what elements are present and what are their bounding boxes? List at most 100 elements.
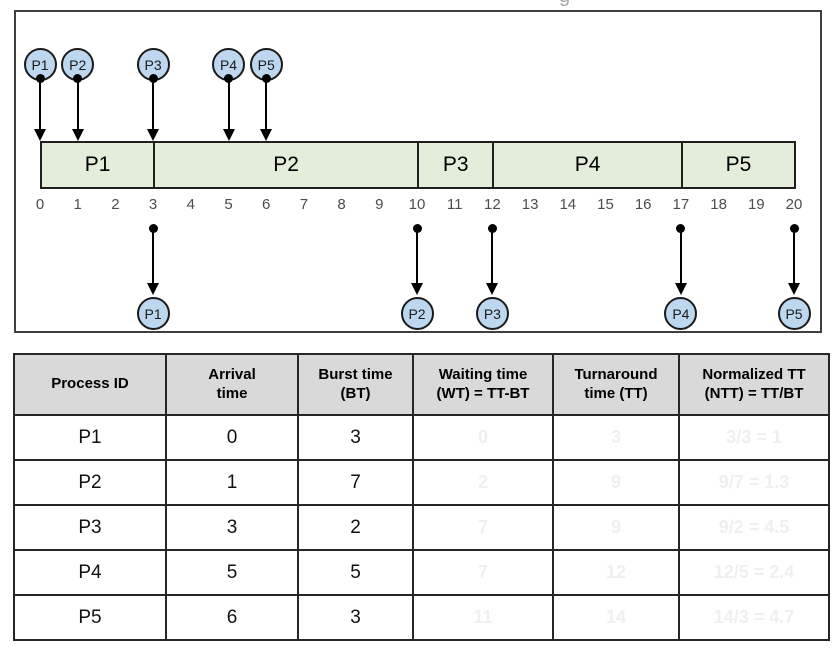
timeline-tick-label: 2 xyxy=(111,196,120,213)
arrival-dot xyxy=(73,74,83,83)
column-header-0: Process ID xyxy=(13,353,167,416)
process-id-cell: P4 xyxy=(13,549,167,596)
timeline-tick-label: 14 xyxy=(559,196,577,213)
column-header-1: Arrival time xyxy=(165,353,299,416)
arrival-arrow-line xyxy=(39,81,41,130)
timeline-tick-label: 16 xyxy=(634,196,652,213)
timeline-tick-label: 3 xyxy=(148,196,158,213)
completion-dot xyxy=(487,224,497,233)
arrival-dot xyxy=(35,74,45,83)
arrival-arrowhead xyxy=(147,129,160,141)
burst-time-cell: 3 xyxy=(297,414,414,461)
gantt-segment-p4: P4 xyxy=(492,141,683,189)
turnaround-time-cell: 9 xyxy=(552,459,680,506)
normalized-tt-cell: 14/3 = 4.7 xyxy=(678,594,830,641)
normalized-tt-cell: 12/5 = 2.4 xyxy=(678,549,830,596)
arrival-dot xyxy=(261,74,271,83)
column-header-3: Waiting time (WT) = TT-BT xyxy=(412,353,554,416)
column-header-4: Turnaround time (TT) xyxy=(552,353,680,416)
waiting-time-cell: 7 xyxy=(412,549,554,596)
arrival-time-cell: 5 xyxy=(165,549,299,596)
waiting-time-cell: 0 xyxy=(412,414,554,461)
timeline-tick-label: 9 xyxy=(375,196,384,213)
waiting-time-cell: 2 xyxy=(412,459,554,506)
completion-arrow-line xyxy=(491,231,494,283)
arrival-arrow-line xyxy=(76,81,79,130)
process-id-cell: P1 xyxy=(13,414,167,461)
burst-time-cell: 2 xyxy=(297,504,414,551)
arrival-time-cell: 3 xyxy=(165,504,299,551)
completion-circle-p2: P2 xyxy=(400,297,434,330)
arrival-arrow-line xyxy=(265,81,268,130)
completion-dot xyxy=(412,224,422,233)
timeline-tick-label: 15 xyxy=(597,196,614,213)
turnaround-time-cell: 12 xyxy=(552,549,680,596)
completion-dot xyxy=(148,224,158,233)
arrival-arrow-line xyxy=(152,81,155,130)
column-header-5: Normalized TT (NTT) = TT/BT xyxy=(678,353,830,416)
normalized-tt-cell: 3/3 = 1 xyxy=(678,414,830,461)
timeline-tick-label: 5 xyxy=(224,196,233,213)
column-header-2: Burst time (BT) xyxy=(297,353,414,416)
gantt-segment-p3: P3 xyxy=(417,141,495,189)
timeline-tick-label: 19 xyxy=(747,196,765,213)
arrival-arrowhead xyxy=(260,129,273,141)
normalized-tt-cell: 9/7 = 1.3 xyxy=(678,459,830,506)
arrival-circle-p1: P1 xyxy=(23,48,57,81)
completion-arrowhead xyxy=(411,283,423,295)
arrival-time-cell: 0 xyxy=(165,414,299,461)
timeline-tick-label: 8 xyxy=(337,196,346,213)
completion-circle-p3: P3 xyxy=(475,297,509,330)
gantt-segment-p2: P2 xyxy=(153,141,419,189)
arrival-arrowhead xyxy=(71,129,84,141)
completion-circle-p5: P5 xyxy=(777,297,811,330)
completion-arrowhead xyxy=(486,283,499,295)
timeline-tick-label: 11 xyxy=(446,196,463,213)
completion-circle-p1: P1 xyxy=(136,297,170,330)
timeline-tick-label: 1 xyxy=(73,196,82,213)
completion-arrow-line xyxy=(416,231,418,283)
completion-arrow-line xyxy=(679,231,682,283)
arrival-time-cell: 1 xyxy=(165,459,299,506)
completion-arrowhead xyxy=(788,283,800,295)
arrival-time-cell: 6 xyxy=(165,594,299,641)
timeline-tick-label: 6 xyxy=(262,196,271,213)
timeline-tick-label: 12 xyxy=(484,196,501,213)
cropped-title-fragment: g xyxy=(559,0,570,8)
timeline-tick-label: 18 xyxy=(710,196,727,213)
timeline-tick-label: 0 xyxy=(35,196,45,213)
gantt-segment-p1: P1 xyxy=(40,141,156,189)
process-id-cell: P5 xyxy=(13,594,167,641)
completion-arrowhead xyxy=(147,283,160,295)
completion-circle-p4: P4 xyxy=(664,297,698,330)
gantt-segment-p5: P5 xyxy=(680,141,796,189)
burst-time-cell: 5 xyxy=(297,549,414,596)
turnaround-time-cell: 14 xyxy=(552,594,680,641)
completion-arrow-line xyxy=(152,231,155,283)
completion-arrow-line xyxy=(793,231,795,283)
arrival-dot xyxy=(224,74,233,83)
timeline-tick-label: 7 xyxy=(299,196,309,213)
completion-arrowhead xyxy=(674,283,687,295)
waiting-time-cell: 7 xyxy=(412,504,554,551)
process-id-cell: P2 xyxy=(13,459,167,506)
process-id-cell: P3 xyxy=(13,504,167,551)
timeline-tick-label: 13 xyxy=(521,196,539,213)
turnaround-time-cell: 9 xyxy=(552,504,680,551)
arrival-arrow-line xyxy=(227,81,230,130)
normalized-tt-cell: 9/2 = 4.5 xyxy=(678,504,830,551)
arrival-arrowhead xyxy=(34,129,46,141)
burst-time-cell: 3 xyxy=(297,594,414,641)
burst-time-cell: 7 xyxy=(297,459,414,506)
turnaround-time-cell: 3 xyxy=(552,414,680,461)
arrival-dot xyxy=(148,74,158,83)
